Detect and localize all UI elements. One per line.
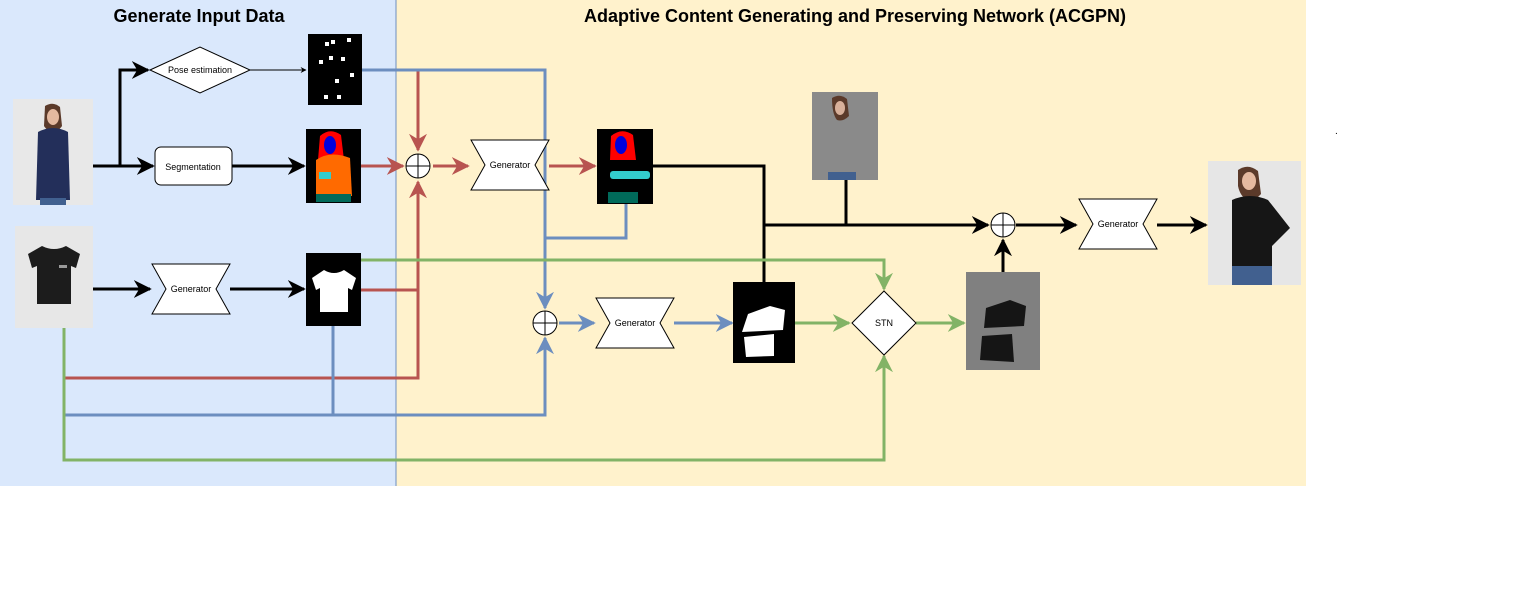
arrow-semantic-blue-to-concat <box>545 204 628 240</box>
arrow-keypoints-blue-to-concat <box>361 68 554 310</box>
segmentation-node: Segmentation <box>154 146 233 186</box>
generator-warp-mask-label: Generator <box>615 318 656 328</box>
generator-warp-mask-node: Generator <box>595 297 675 349</box>
concat-circle-fusion <box>990 212 1016 238</box>
input-tshirt-image <box>15 226 93 328</box>
segmentation-label: Segmentation <box>165 162 221 172</box>
generator-semantic-node: Generator <box>470 139 550 191</box>
connectors <box>62 61 1208 462</box>
generator-semantic-label: Generator <box>490 160 531 170</box>
warped-cloth-mask-image <box>733 282 795 363</box>
arrow-shirt-green-to-stn <box>62 328 893 462</box>
preserved-body-image <box>812 92 878 180</box>
generator-final-node: Generator <box>1078 198 1158 250</box>
pose-estimation-node: Pose estimation <box>148 46 252 94</box>
semantic-layout-image <box>597 129 653 204</box>
stn-label: STN <box>875 318 893 328</box>
stray-dot: . <box>1335 126 1338 137</box>
generator-cloth-mask-label: Generator <box>171 284 212 294</box>
arrow-cloth-mask-blue-to-concat <box>331 326 554 417</box>
pose-keypoints-image <box>308 34 362 105</box>
generator-final-label: Generator <box>1098 219 1139 229</box>
input-person-image <box>13 99 93 205</box>
stn-node: STN <box>851 290 917 356</box>
pose-estimation-label: Pose estimation <box>168 65 232 75</box>
cloth-mask-image <box>306 253 361 326</box>
acgpn-section-title: Adaptive Content Generating and Preservi… <box>584 6 1126 26</box>
generator-cloth-mask-node: Generator <box>151 263 231 315</box>
concat-circle-semantic <box>405 153 431 179</box>
input-section-title: Generate Input Data <box>113 6 285 26</box>
human-parsing-image <box>306 129 361 203</box>
arrow-semantic-to-fusion <box>653 164 990 234</box>
output-tryon-image <box>1208 161 1301 285</box>
arrow-shirt-red-to-concat <box>64 290 420 380</box>
acgpn-panel <box>396 0 1306 486</box>
warped-cloth-image <box>966 272 1040 370</box>
arrow-cloth-mask-green-to-stn <box>361 258 893 291</box>
concat-circle-warp <box>532 310 558 336</box>
